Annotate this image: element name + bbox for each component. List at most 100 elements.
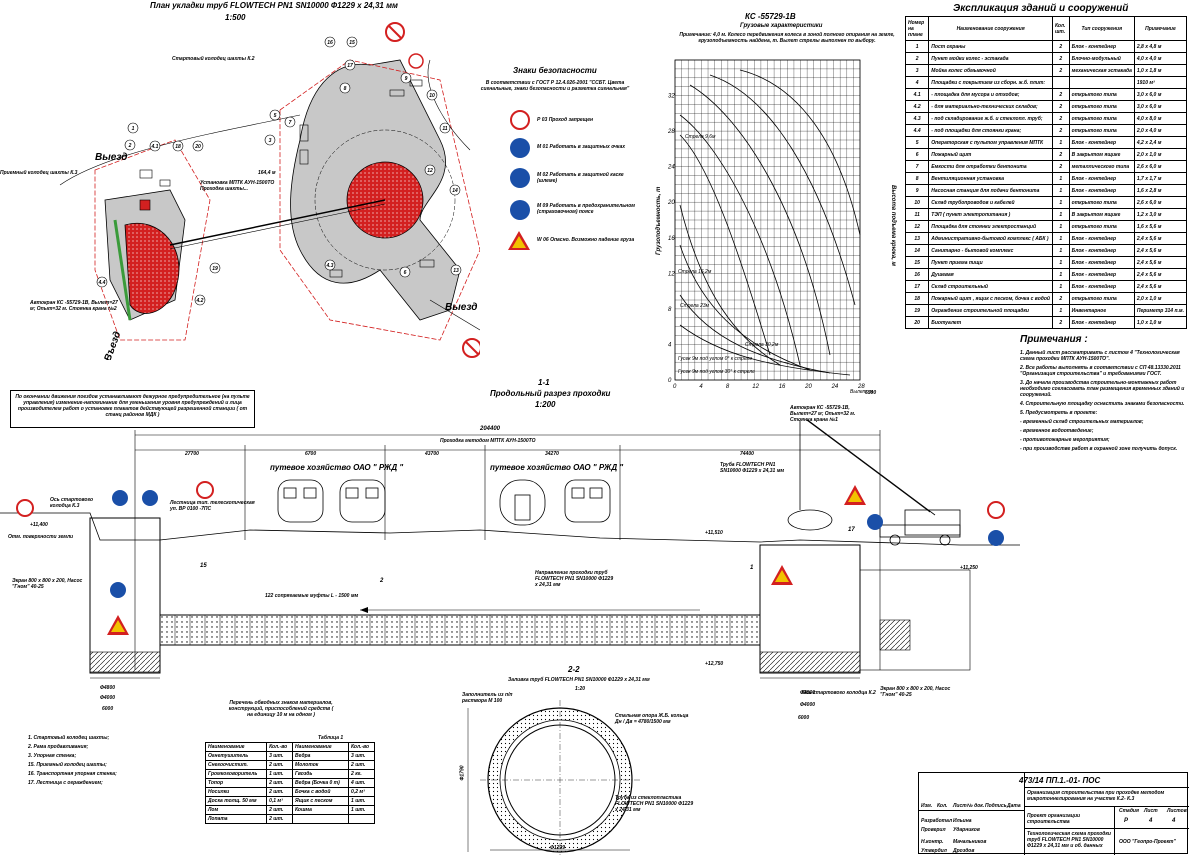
- expl-cell: Емкости для отработки бентонита: [928, 160, 1053, 173]
- stamp-stage-value: Р: [1124, 818, 1129, 824]
- expl-cell: ТЭП ( пункт электропитания ): [928, 208, 1053, 221]
- legend-item: 1. Стартовый колодец шахты;: [28, 735, 110, 741]
- expl-cell: В закрытом ящике: [1068, 208, 1135, 221]
- materials-table-label: Таблица 1: [318, 735, 344, 741]
- notes-title: Примечания :: [1020, 334, 1088, 345]
- materials-cell: Ведра (Бочка 0 т): [292, 778, 350, 788]
- stamp-role-2: Кол.: [937, 803, 948, 809]
- svg-text:4.3: 4.3: [326, 263, 334, 269]
- stamp-sheets: Листов: [1167, 808, 1187, 814]
- expl-cell: 1: [1051, 184, 1070, 197]
- safety-sign-2: М 01 Работать в защитных очках: [537, 144, 626, 150]
- cross-fill-label: Заполнитель из п/п раствора М 100: [462, 692, 513, 704]
- materials-cell: Бочка с водой: [292, 787, 350, 797]
- crane-y-tick: 8: [668, 307, 672, 313]
- svg-text:8: 8: [344, 86, 347, 92]
- expl-cell: Блок - контейнер: [1068, 184, 1135, 197]
- svg-text:4.2: 4.2: [196, 298, 204, 304]
- warning-box: По окончании движения поездов устанавлив…: [10, 390, 255, 428]
- crane-x-tick: 20: [804, 384, 812, 390]
- note-item: 4. Строительную площадку оснастить знака…: [1020, 401, 1185, 407]
- note-item: 2. Все работы выполнять в соответствии с…: [1020, 365, 1181, 377]
- crane-y-tick: 28: [667, 129, 675, 135]
- crane-y-tick: 24: [667, 165, 675, 171]
- elevation-1: +11,400: [30, 522, 48, 528]
- crane-load-curve: [709, 74, 856, 306]
- expl-cell: Душевая: [928, 268, 1053, 281]
- materials-cell: 2 шт.: [266, 814, 294, 824]
- expl-cell: 4.1: [904, 88, 930, 101]
- dim-2: 6700: [305, 451, 317, 457]
- materials-cell: 1 шт.: [348, 805, 375, 815]
- legend-item: 3. Упорная стенка;: [28, 753, 77, 759]
- expl-cell: 4.3: [904, 112, 930, 125]
- expl-cell: Операторская с пультом управления МПТК: [928, 136, 1053, 149]
- expl-cell: Блок - контейнер: [1068, 256, 1135, 269]
- expl-cell: 2,4 х 5,6 м: [1133, 244, 1188, 257]
- expl-cell: 1,6 х 5,6 м: [1133, 220, 1188, 233]
- expl-cell: 2: [1051, 64, 1070, 77]
- expl-cell: 2,0 х 1,0 м: [1133, 148, 1188, 161]
- crane-y-tick: 12: [668, 271, 675, 277]
- expl-cell: - под площадки для стоянки крана;: [928, 124, 1053, 137]
- expl-cell: Блок - контейнер: [1068, 316, 1135, 329]
- expl-cell: Пункт мойки колес - эстакада: [928, 52, 1053, 65]
- stamp-code: 473/14 ПП.1.-01- ПОС: [1019, 776, 1101, 785]
- expl-cell: 2,8 х 4,8 м: [1133, 40, 1188, 53]
- svg-text:12: 12: [427, 168, 433, 174]
- expl-header-name: Наименование сооружения: [928, 16, 1053, 41]
- section-marker-4: 17: [848, 527, 855, 533]
- safety-sign-4: М 09 Работать в предохранительном (страх…: [537, 203, 635, 215]
- expl-cell: - для материально-технических складов;: [928, 100, 1053, 113]
- mat-header-2: Кол.-во: [266, 742, 294, 752]
- expl-cell: Блок - контейнер: [1068, 232, 1135, 245]
- materials-cell: Гвоздь: [292, 769, 350, 779]
- expl-cell: 5: [904, 136, 930, 149]
- expl-cell: 4.2: [904, 100, 930, 113]
- materials-cell: 4 шт.: [348, 778, 375, 788]
- materials-cell: Топор: [204, 778, 268, 788]
- expl-cell: 2: [1051, 148, 1070, 161]
- expl-cell: - площадка для мусора и отходов;: [928, 88, 1053, 101]
- expl-cell: 11: [904, 208, 930, 221]
- mat-header-3: Наименование: [292, 742, 350, 752]
- expl-cell: открытого типа: [1068, 124, 1135, 137]
- expl-cell: Пункт приема пищи: [928, 256, 1053, 269]
- title-block: 473/14 ПП.1.-01- ПОС Организация строите…: [918, 772, 1189, 855]
- materials-cell: Ящик с песком: [292, 796, 350, 806]
- section-spacers: 122 сопрягаемые муфты L - 1500 мм: [265, 593, 359, 599]
- expl-cell: 15: [904, 256, 930, 269]
- safety-sign-1: Р 03 Проход запрещен: [537, 117, 594, 123]
- section-pipe-direction: Направление проходки труб FLOWTECH PN1 S…: [535, 570, 614, 588]
- crane-boom-label-1: Стрела 9,6м: [685, 134, 716, 140]
- materials-cell: Лом: [204, 805, 268, 815]
- plan-distance-label: 164,4 м: [258, 170, 276, 176]
- elevation-2: +11,250: [960, 565, 978, 571]
- note-item: - временное водоотведение;: [1020, 428, 1094, 434]
- section-subtitle: Продольный разрез проходки: [490, 389, 611, 398]
- pit-right-label: Ось стартового колодца К.2: [802, 690, 876, 696]
- section-marker-2: 1: [750, 565, 754, 571]
- expl-cell: 2,4 х 5,6 м: [1133, 232, 1188, 245]
- exit-label-right: Выезд: [445, 302, 477, 313]
- expl-cell: [1068, 76, 1135, 89]
- materials-cell: Ведра: [292, 751, 350, 761]
- rzd-label-2: путевое хозяйство ОАО " РЖД ": [490, 463, 624, 472]
- expl-cell: 4,2 х 2,4 м: [1133, 136, 1188, 149]
- entry-label: Въезд: [102, 330, 123, 360]
- crane-load-curve: [679, 324, 851, 376]
- expl-cell: 19: [904, 304, 930, 317]
- stamp-name-4: Дроздов: [953, 848, 975, 854]
- cross-title: 2-2: [568, 665, 580, 674]
- svg-text:9: 9: [405, 76, 408, 82]
- section-bottom-dim-6: Ф4000: [800, 702, 816, 708]
- expl-cell: 6: [904, 148, 930, 161]
